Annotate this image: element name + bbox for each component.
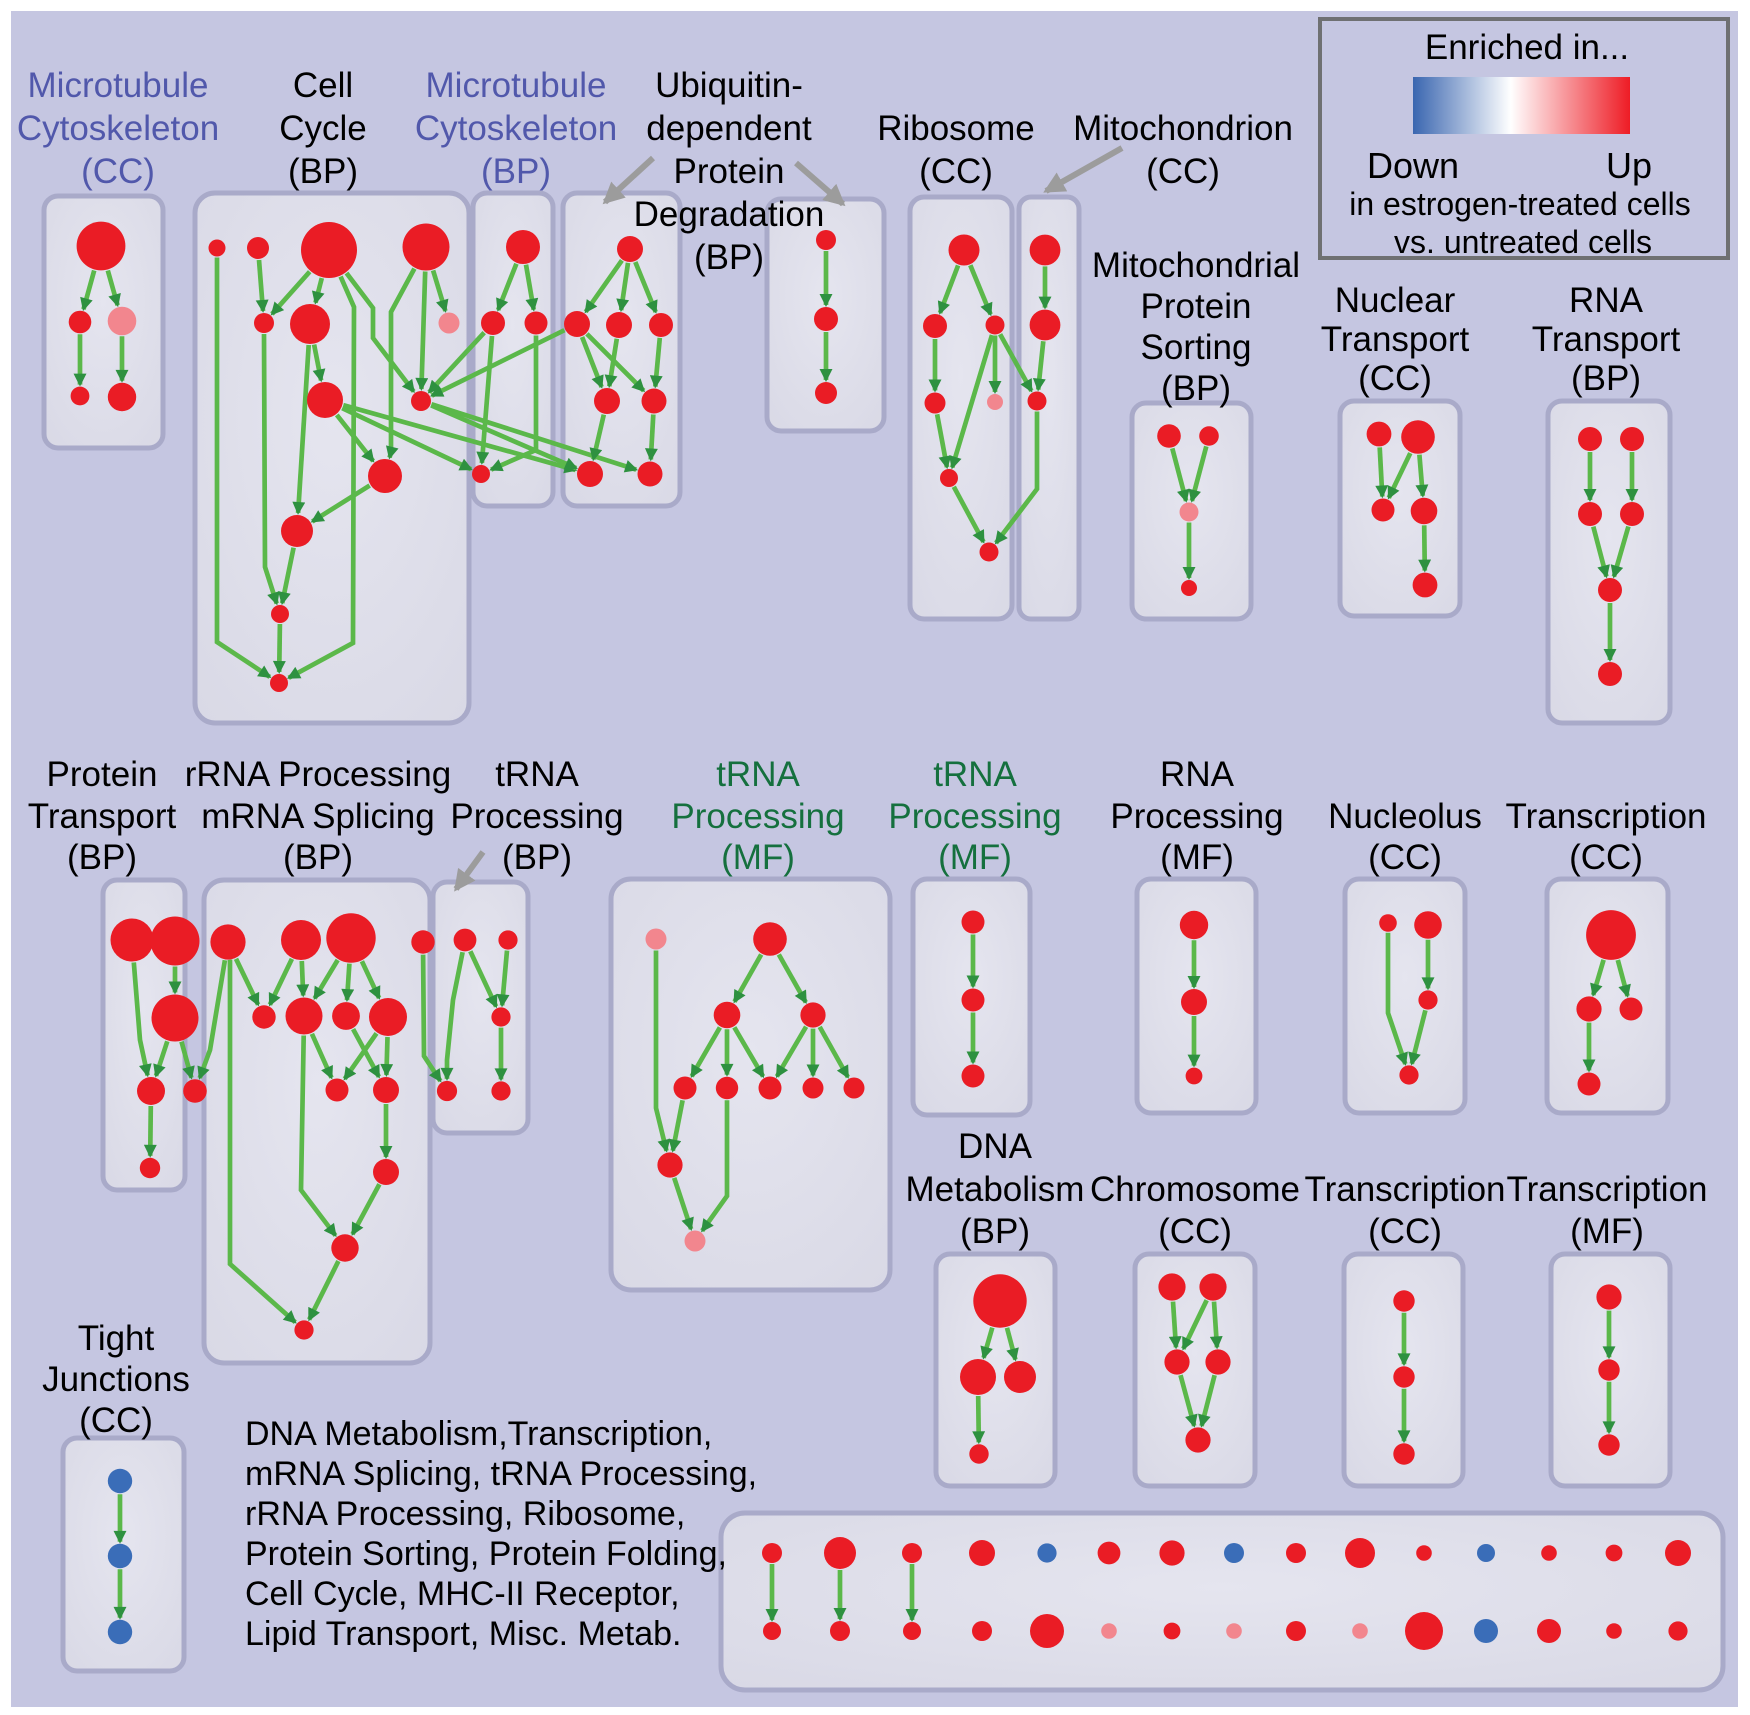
- svg-text:(BP): (BP): [481, 152, 551, 191]
- svg-text:Protein: Protein: [47, 755, 158, 794]
- svg-text:(CC): (CC): [81, 152, 155, 191]
- svg-text:Microtubule: Microtubule: [28, 66, 209, 105]
- svg-text:(CC): (CC): [919, 152, 993, 191]
- svg-text:Tight: Tight: [78, 1319, 155, 1358]
- svg-text:(MF): (MF): [938, 838, 1012, 877]
- svg-text:(BP): (BP): [283, 838, 353, 877]
- svg-text:(CC): (CC): [1146, 152, 1220, 191]
- svg-text:Nuclear: Nuclear: [1335, 281, 1456, 320]
- svg-text:mRNA Splicing: mRNA Splicing: [201, 797, 434, 836]
- svg-text:(BP): (BP): [1571, 359, 1641, 398]
- svg-text:Degradation: Degradation: [634, 195, 825, 234]
- svg-text:Mitochondrial: Mitochondrial: [1092, 246, 1300, 285]
- svg-text:(CC): (CC): [1358, 359, 1432, 398]
- svg-text:Processing: Processing: [450, 797, 623, 836]
- svg-text:Transport: Transport: [1532, 320, 1681, 359]
- svg-text:(CC): (CC): [1368, 838, 1442, 877]
- svg-text:tRNA: tRNA: [933, 755, 1017, 794]
- svg-text:Down: Down: [1367, 145, 1459, 186]
- svg-text:Chromosome: Chromosome: [1090, 1170, 1300, 1209]
- svg-text:(BP): (BP): [502, 838, 572, 877]
- svg-text:(CC): (CC): [1569, 838, 1643, 877]
- svg-text:Cytoskeleton: Cytoskeleton: [415, 109, 617, 148]
- svg-text:(CC): (CC): [1158, 1212, 1232, 1251]
- svg-text:(BP): (BP): [694, 238, 764, 277]
- svg-text:(BP): (BP): [67, 838, 137, 877]
- svg-text:Microtubule: Microtubule: [426, 66, 607, 105]
- svg-text:Protein: Protein: [1141, 287, 1252, 326]
- svg-text:(CC): (CC): [79, 1401, 153, 1440]
- svg-text:rRNA Processing, Ribosome,: rRNA Processing, Ribosome,: [245, 1495, 685, 1533]
- svg-text:Lipid Transport, Misc. Metab.: Lipid Transport, Misc. Metab.: [245, 1615, 682, 1653]
- svg-text:(BP): (BP): [960, 1212, 1030, 1251]
- svg-text:Nucleolus: Nucleolus: [1328, 797, 1482, 836]
- svg-text:Transcription: Transcription: [1305, 1170, 1506, 1209]
- svg-text:Ribosome: Ribosome: [877, 109, 1035, 148]
- svg-text:in estrogen-treated cells: in estrogen-treated cells: [1349, 186, 1691, 222]
- svg-text:rRNA Processing: rRNA Processing: [185, 755, 451, 794]
- svg-text:Junctions: Junctions: [42, 1360, 190, 1399]
- svg-text:(CC): (CC): [1368, 1212, 1442, 1251]
- svg-text:DNA: DNA: [958, 1127, 1033, 1166]
- svg-text:tRNA: tRNA: [495, 755, 579, 794]
- svg-text:(MF): (MF): [1160, 838, 1234, 877]
- svg-text:DNA Metabolism,Transcription,: DNA Metabolism,Transcription,: [245, 1415, 712, 1453]
- svg-text:mRNA Splicing, tRNA Processing: mRNA Splicing, tRNA Processing,: [245, 1455, 757, 1493]
- svg-text:Metabolism: Metabolism: [906, 1170, 1085, 1209]
- svg-text:Enriched in...: Enriched in...: [1425, 28, 1629, 67]
- svg-text:(MF): (MF): [721, 838, 795, 877]
- svg-text:Cell: Cell: [293, 66, 353, 105]
- svg-text:(BP): (BP): [1161, 369, 1231, 408]
- svg-text:Cycle: Cycle: [279, 109, 367, 148]
- svg-text:RNA: RNA: [1160, 755, 1235, 794]
- svg-text:Cell Cycle, MHC-II Receptor,: Cell Cycle, MHC-II Receptor,: [245, 1575, 680, 1613]
- svg-text:Mitochondrion: Mitochondrion: [1073, 109, 1293, 148]
- svg-text:Protein: Protein: [674, 152, 785, 191]
- svg-text:Processing: Processing: [1110, 797, 1283, 836]
- svg-text:(MF): (MF): [1570, 1212, 1644, 1251]
- svg-text:Processing: Processing: [888, 797, 1061, 836]
- svg-text:Transcription: Transcription: [1507, 1170, 1708, 1209]
- svg-text:(BP): (BP): [288, 152, 358, 191]
- svg-text:vs. untreated cells: vs. untreated cells: [1394, 224, 1652, 260]
- svg-text:Cytoskeleton: Cytoskeleton: [17, 109, 219, 148]
- svg-text:Up: Up: [1606, 145, 1652, 186]
- svg-text:Sorting: Sorting: [1141, 328, 1252, 367]
- svg-text:dependent: dependent: [646, 109, 812, 148]
- svg-text:Processing: Processing: [671, 797, 844, 836]
- svg-text:Ubiquitin-: Ubiquitin-: [655, 66, 803, 105]
- svg-text:Transcription: Transcription: [1506, 797, 1707, 836]
- svg-text:tRNA: tRNA: [716, 755, 800, 794]
- svg-text:Transport: Transport: [28, 797, 177, 836]
- svg-text:Protein Sorting, Protein Foldi: Protein Sorting, Protein Folding,: [245, 1535, 727, 1573]
- svg-text:Transport: Transport: [1321, 320, 1470, 359]
- svg-text:RNA: RNA: [1569, 281, 1644, 320]
